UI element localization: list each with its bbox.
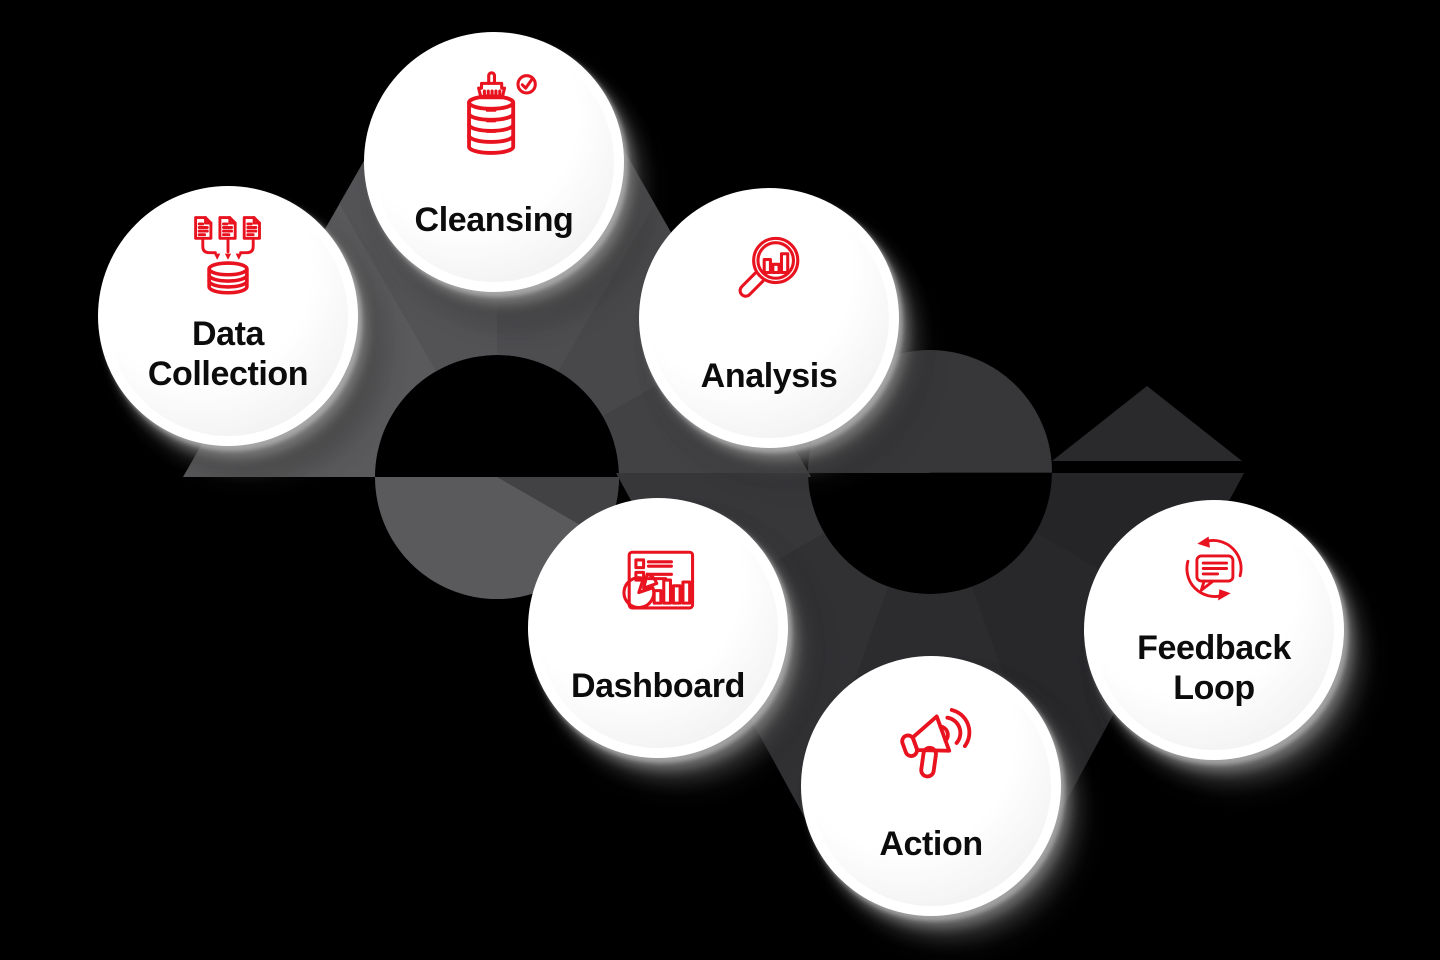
node-label: Analysis — [700, 357, 838, 395]
node-label: Data Collection — [147, 315, 309, 393]
analysis-icon — [738, 236, 800, 298]
data-collection-icon — [194, 216, 261, 295]
node-label: Action — [879, 825, 983, 863]
node-cleansing: Cleansing — [364, 32, 624, 292]
cleansing-icon — [467, 71, 537, 155]
node-feedback-loop: Feedback Loop — [1084, 500, 1344, 760]
node-action: Action — [801, 656, 1061, 916]
up-arrow-icon — [1052, 386, 1242, 461]
node-data-collection: Data Collection — [98, 186, 358, 446]
megaphone-icon — [900, 708, 972, 779]
node-analysis: Analysis — [639, 188, 899, 448]
node-dashboard: Dashboard — [528, 498, 788, 758]
dashboard-icon — [622, 550, 695, 610]
node-label: Feedback Loop — [1137, 629, 1291, 707]
node-disc — [538, 508, 778, 748]
node-disc — [1094, 510, 1334, 750]
node-label: Cleansing — [414, 201, 574, 239]
feedback-loop-icon — [1185, 536, 1243, 601]
node-label: Dashboard — [571, 667, 745, 705]
node-disc — [811, 666, 1051, 906]
